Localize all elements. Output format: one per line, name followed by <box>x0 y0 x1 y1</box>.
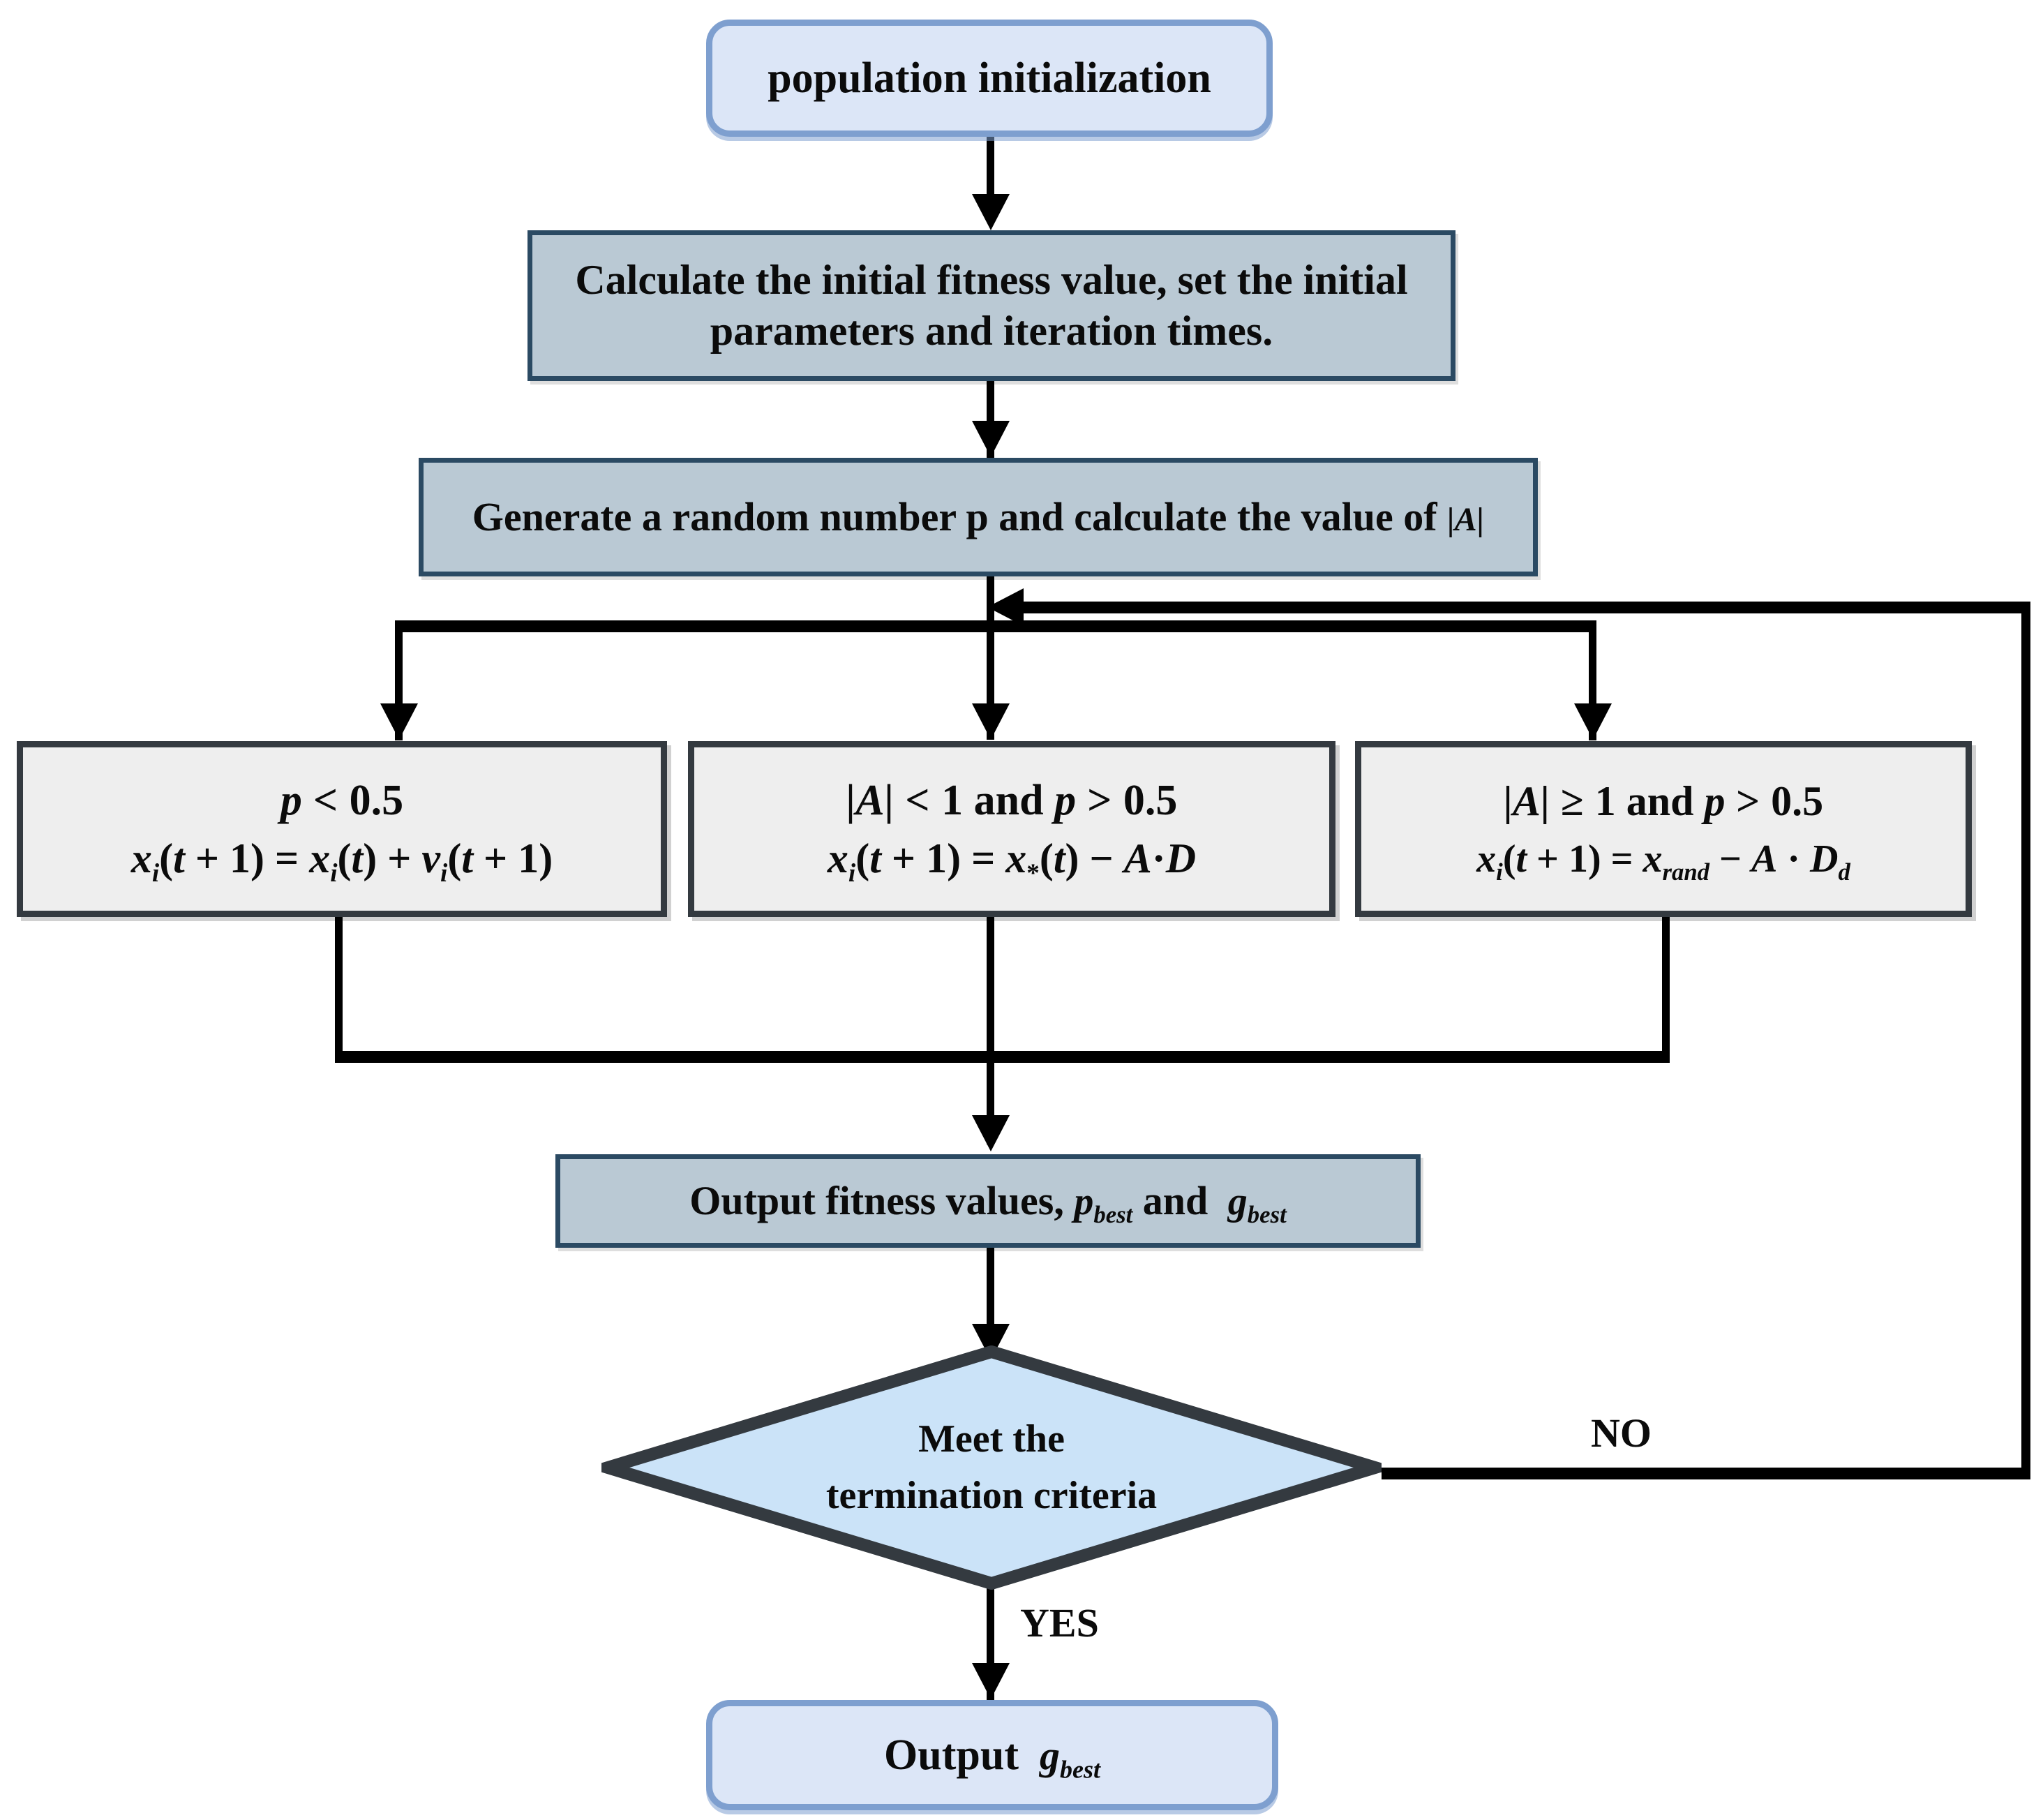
arrowhead-branch-mid <box>972 703 1010 740</box>
node-termination-decision[interactable]: Meet the termination criteria <box>601 1345 1382 1590</box>
node-output-gbest-text: Output <box>884 1731 1019 1779</box>
connector-feedback-vertical <box>2021 602 2030 1474</box>
node-calculate-initial-fitness[interactable]: Calculate the initial fitness value, set… <box>527 230 1455 381</box>
connector-split-right <box>1589 620 1596 740</box>
connector-output-to-decision <box>987 1246 994 1348</box>
node-output-gbest[interactable]: Output gbest <box>706 1700 1278 1810</box>
diamond-shape <box>601 1345 1382 1590</box>
arrowhead-feedback-loop <box>987 588 1024 626</box>
connector-yes-branch <box>987 1579 994 1704</box>
arrowhead-init <box>972 194 1010 230</box>
edge-label-no: NO <box>1591 1410 1652 1456</box>
node-calculate-initial-fitness-line1: Calculate the initial fitness value, set… <box>575 256 1408 303</box>
node-branch-left-update: xi(t + 1) = xi(t) + vi(t + 1) <box>130 835 553 888</box>
connector-feedback-horizontal <box>1019 602 2030 613</box>
node-output-fitness-math-gbest: gbest <box>1218 1179 1287 1228</box>
node-branch-left-condition: p < 0.5 <box>280 777 404 824</box>
node-output-fitness-math-pbest: pbest <box>1074 1179 1133 1228</box>
connector-start-to-init <box>987 133 994 213</box>
node-termination-decision-line2: termination criteria <box>825 1474 1158 1517</box>
connector-init-to-generate <box>987 377 994 461</box>
node-output-fitness-text: Output fitness values, <box>689 1177 1064 1223</box>
connector-generate-stem <box>987 572 994 740</box>
connector-merge-left-leg <box>335 914 343 1059</box>
node-population-initialization-label: population initialization <box>768 54 1211 102</box>
node-termination-decision-line1: Meet the <box>918 1417 1065 1461</box>
node-output-fitness-text-mid: and <box>1142 1177 1208 1223</box>
node-branch-p-less-than-half[interactable]: p < 0.5 xi(t + 1) = xi(t) + vi(t + 1) <box>17 741 667 917</box>
arrowhead-output-gbest <box>972 1663 1010 1699</box>
node-population-initialization[interactable]: population initialization <box>706 20 1273 137</box>
node-output-gbest-math: gbest <box>1029 1732 1100 1784</box>
connector-no-branch <box>1382 1468 2030 1479</box>
node-branch-absA-less-than-one[interactable]: |A| < 1 and p > 0.5 xi(t + 1) = x*(t) − … <box>688 741 1335 917</box>
node-output-fitness-values[interactable]: Output fitness values, pbest and gbest <box>555 1154 1421 1248</box>
node-generate-random-number-math: |A| <box>1447 500 1485 538</box>
arrowhead-branch-right <box>1574 703 1612 740</box>
node-generate-random-number-text: Generate a random number p and calculate… <box>472 493 1437 539</box>
node-branch-right-condition: |A| ≥ 1 and p > 0.5 <box>1503 777 1824 824</box>
node-generate-random-number[interactable]: Generate a random number p and calculate… <box>419 458 1538 576</box>
connector-mid-to-output <box>987 914 994 1144</box>
connector-merge-right-leg <box>1662 914 1670 1059</box>
arrowhead-generate <box>972 421 1010 457</box>
node-branch-mid-update: xi(t + 1) = x*(t) − A·D <box>827 835 1197 888</box>
connector-split-left <box>395 620 403 740</box>
connector-merge-bar <box>335 1051 1670 1063</box>
node-branch-mid-condition: |A| < 1 and p > 0.5 <box>846 777 1178 824</box>
arrowhead-branch-left <box>380 703 418 740</box>
edge-label-yes: YES <box>1020 1600 1099 1646</box>
node-branch-absA-ge-one[interactable]: |A| ≥ 1 and p > 0.5 xi(t + 1) = xrand − … <box>1355 741 1972 917</box>
arrowhead-output-fitness <box>972 1115 1010 1151</box>
connector-split-bar <box>395 620 1596 632</box>
node-branch-right-update: xi(t + 1) = xrand − A · Dd <box>1476 837 1850 886</box>
node-calculate-initial-fitness-line2: parameters and iteration times. <box>710 308 1273 354</box>
